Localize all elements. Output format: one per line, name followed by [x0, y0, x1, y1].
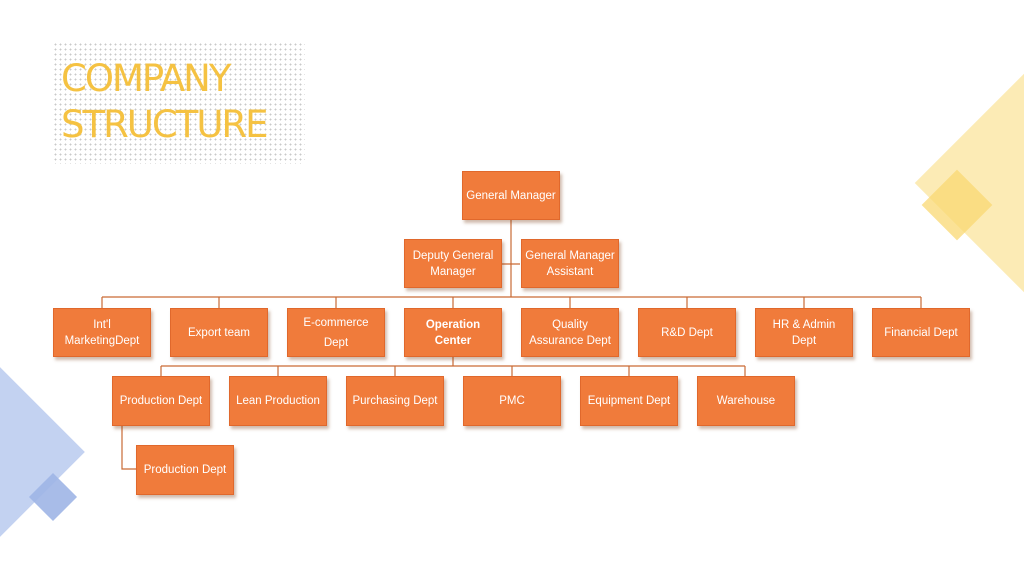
node-ecommerce-dept: E-commerce Dept: [287, 308, 385, 357]
node-export-team: Export team: [170, 308, 268, 357]
title-block: COMPANY STRUCTURE: [53, 42, 305, 164]
node-hr-admin-dept: HR & Admin Dept: [755, 308, 853, 357]
node-deputy-general-manager: Deputy General Manager: [404, 239, 502, 288]
title-line-2: STRUCTURE: [61, 103, 268, 146]
node-financial-dept: Financial Dept: [872, 308, 970, 357]
node-warehouse: Warehouse: [697, 376, 795, 426]
node-intl-marketing-dept: Int'l MarketingDept: [53, 308, 151, 357]
node-lean-production: Lean Production: [229, 376, 327, 426]
connector-production-sub: [121, 426, 136, 470]
node-operation-center: Operation Center: [404, 308, 502, 357]
node-rd-dept: R&D Dept: [638, 308, 736, 357]
node-general-manager-assistant: General Manager Assistant: [521, 239, 619, 288]
node-production-sub-dept: Production Dept: [136, 445, 234, 495]
node-quality-assurance-dept: Quality Assurance Dept: [521, 308, 619, 357]
node-equipment-dept: Equipment Dept: [580, 376, 678, 426]
node-pmc: PMC: [463, 376, 561, 426]
node-purchasing-dept: Purchasing Dept: [346, 376, 444, 426]
node-general-manager: General Manager: [462, 171, 560, 220]
title-line-1: COMPANY: [61, 57, 231, 100]
node-production-dept: Production Dept: [112, 376, 210, 426]
